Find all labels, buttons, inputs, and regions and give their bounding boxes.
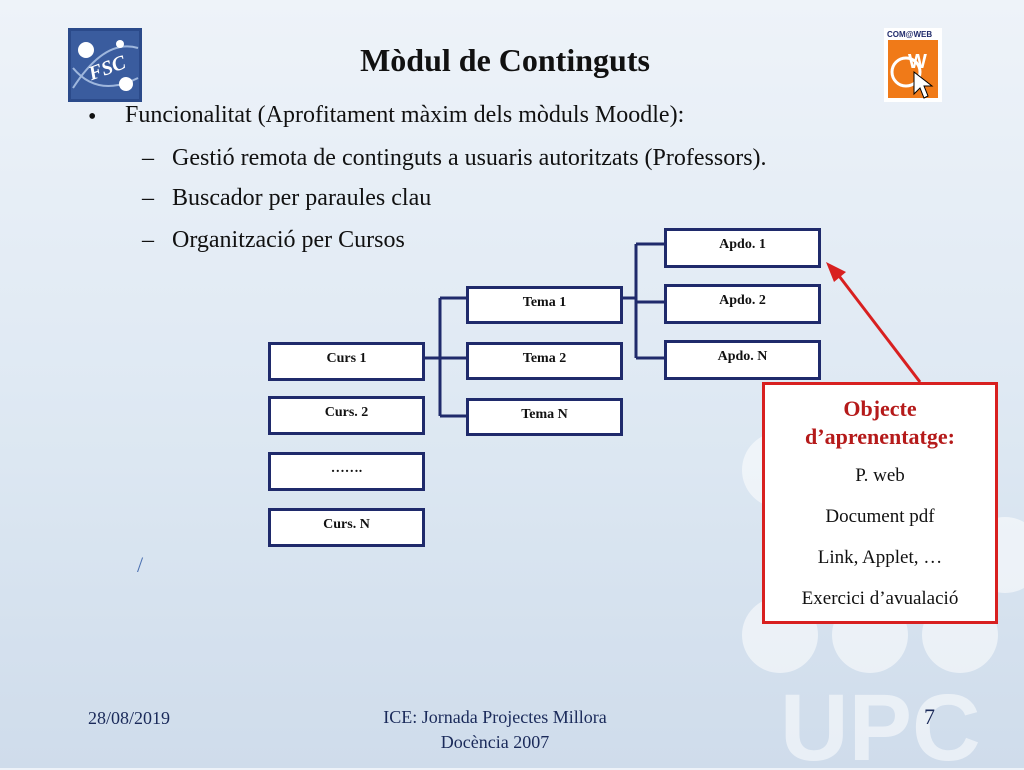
comweb-logo-icon: COM@WEB W bbox=[884, 28, 942, 102]
watermark-text: UPC bbox=[780, 675, 981, 770]
footer-center-line-1: ICE: Jornada Projectes Millora bbox=[383, 707, 607, 727]
callout-arrow bbox=[826, 262, 922, 383]
callout-item: Link, Applet, … bbox=[817, 547, 943, 568]
course-box: Curs. N bbox=[268, 508, 425, 547]
footer-center: ICE: Jornada Projectes Millora Docència … bbox=[340, 705, 650, 755]
callout-item: P. web bbox=[855, 465, 905, 486]
callout-item: Document pdf bbox=[825, 506, 935, 527]
sub-bullet-dash: – bbox=[142, 145, 154, 171]
topic-box: Tema N bbox=[466, 398, 623, 436]
slide-title: Mòdul de Continguts bbox=[360, 42, 650, 78]
course-box: ……. bbox=[268, 452, 425, 491]
stray-slash-mark: / bbox=[137, 552, 144, 577]
comweb-logo-letter: W bbox=[908, 51, 927, 73]
footer-center-line-2: Docència 2007 bbox=[440, 732, 550, 752]
callout-item: Exercici d’avualació bbox=[801, 588, 959, 609]
bullet-main: Funcionalitat (Aprofitament màxim dels m… bbox=[125, 102, 685, 128]
section-box: Apdo. 1 bbox=[664, 228, 821, 268]
topic-box: Tema 1 bbox=[466, 286, 623, 324]
callout-heading: Objecte d’aprenentatge: bbox=[765, 395, 995, 451]
topic-box: Tema 2 bbox=[466, 342, 623, 380]
section-box: Apdo. 2 bbox=[664, 284, 821, 324]
callout-heading-line-1: Objecte bbox=[843, 396, 917, 421]
sub-bullet-dash: – bbox=[142, 185, 154, 211]
page-number: 7 bbox=[924, 704, 935, 729]
section-box: Apdo. N bbox=[664, 340, 821, 380]
callout-heading-line-2: d’aprenentatge: bbox=[805, 424, 955, 449]
course-box: Curs 1 bbox=[268, 342, 425, 381]
sub-bullet-3: Organització per Cursos bbox=[172, 227, 405, 253]
sub-bullet-2: Buscador per paraules clau bbox=[172, 185, 432, 211]
fsc-logo-icon: FSC bbox=[68, 28, 142, 102]
sub-bullet-dash: – bbox=[142, 227, 154, 253]
course-box: Curs. 2 bbox=[268, 396, 425, 435]
bullet-dot: • bbox=[88, 104, 97, 130]
footer-date: 28/08/2019 bbox=[88, 708, 171, 728]
sub-bullet-1: Gestió remota de continguts a usuaris au… bbox=[172, 145, 767, 171]
comweb-logo-text: COM@WEB bbox=[887, 30, 932, 39]
learning-object-callout: Objecte d’aprenentatge: P. web Document … bbox=[762, 382, 998, 624]
